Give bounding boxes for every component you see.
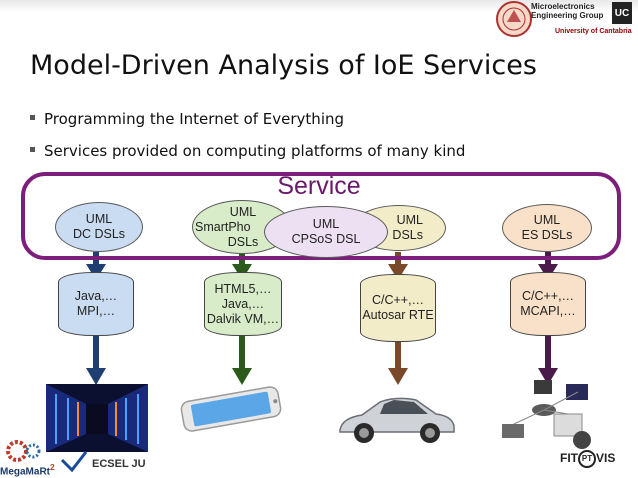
uc-logo: UC: [612, 2, 632, 24]
service-label: Service: [277, 172, 361, 200]
bullet-1: Programming the Internet of Everything: [30, 110, 344, 128]
bullet-2: Services provided on computing platforms…: [30, 142, 465, 160]
arrowhead: [388, 264, 408, 280]
fitoptvis-part1: FIT: [560, 451, 578, 466]
platform-line: Java,…: [221, 296, 265, 311]
platform-automotive: C/C++,… Autosar RTE: [360, 274, 436, 342]
platform-line: Autosar RTE: [362, 308, 434, 322]
service-box: [21, 172, 621, 260]
platform-dc: Java,… MPI,…: [58, 272, 134, 336]
seal-icon: [496, 1, 532, 37]
arrowhead: [388, 368, 408, 385]
ecsel-label: ECSEL JU: [92, 458, 146, 470]
university-name: University of Cantabria: [555, 28, 632, 35]
model-line: CPSoS DSL: [291, 232, 361, 246]
platform-line: MCAPI,…: [520, 304, 576, 318]
model-cpsos-dsl: UML CPSoS DSL: [264, 206, 388, 258]
arrowhead: [86, 368, 106, 385]
data-center-image: [46, 384, 148, 452]
arrowhead: [538, 368, 558, 385]
group-name-line2: Engineering Group: [531, 11, 604, 20]
model-line: ES DSLs: [521, 228, 573, 242]
university-logo: Microelectronics Engineering Group Unive…: [495, 0, 635, 38]
model-line: UML: [312, 217, 340, 231]
smartphone-image: [180, 386, 282, 432]
platform-line: C/C++,…: [521, 289, 575, 303]
arrowhead: [232, 368, 252, 385]
gear-icon: [6, 440, 41, 462]
fitoptvis-part3: VIS: [596, 451, 616, 466]
slide-title: Model-Driven Analysis of IoE Services: [30, 50, 537, 81]
bullet-marker: [30, 115, 35, 120]
top-band: [0, 0, 638, 12]
model-line: DC DSLs: [72, 227, 126, 241]
bullet-text: Services provided on computing platforms…: [44, 142, 466, 160]
megamart-logo: MegaMaRt2: [0, 462, 55, 477]
fitoptvis-part2: PT: [578, 450, 596, 468]
group-name-line1: Microelectronics: [531, 2, 595, 11]
platform-line: C/C++,…: [371, 293, 425, 307]
model-line: UML: [229, 204, 257, 219]
model-line: SmartPho: [195, 219, 251, 234]
bullet-marker: [30, 147, 35, 152]
megamart-name: MegaMaRt: [0, 466, 51, 478]
platform-line: Java,…: [74, 289, 118, 303]
model-line: UML: [533, 213, 561, 227]
model-line: UML: [396, 213, 423, 227]
platform-embedded: C/C++,… MCAPI,…: [510, 272, 586, 336]
platform-smartphone: HTML5,… Java,… Dalvik VM,…: [204, 272, 282, 336]
model-line: DSLs: [392, 228, 423, 242]
megamart-sup: 2: [50, 462, 55, 472]
model-es-dsls: UML ES DSLs: [502, 204, 592, 252]
ecsel-check-icon: [60, 451, 88, 472]
embedded-devices-image: [502, 380, 591, 449]
model-dc-dsls: UML DC DSLs: [55, 202, 143, 252]
car-image: [339, 397, 455, 443]
platform-line: Dalvik VM,…: [206, 311, 280, 326]
platform-line: HTML5,…: [214, 281, 272, 296]
model-line: DSLs: [227, 234, 259, 249]
bullet-text: Programming the Internet of Everything: [44, 110, 345, 128]
platform-line: MPI,…: [76, 304, 116, 318]
model-line: UML: [85, 212, 113, 226]
